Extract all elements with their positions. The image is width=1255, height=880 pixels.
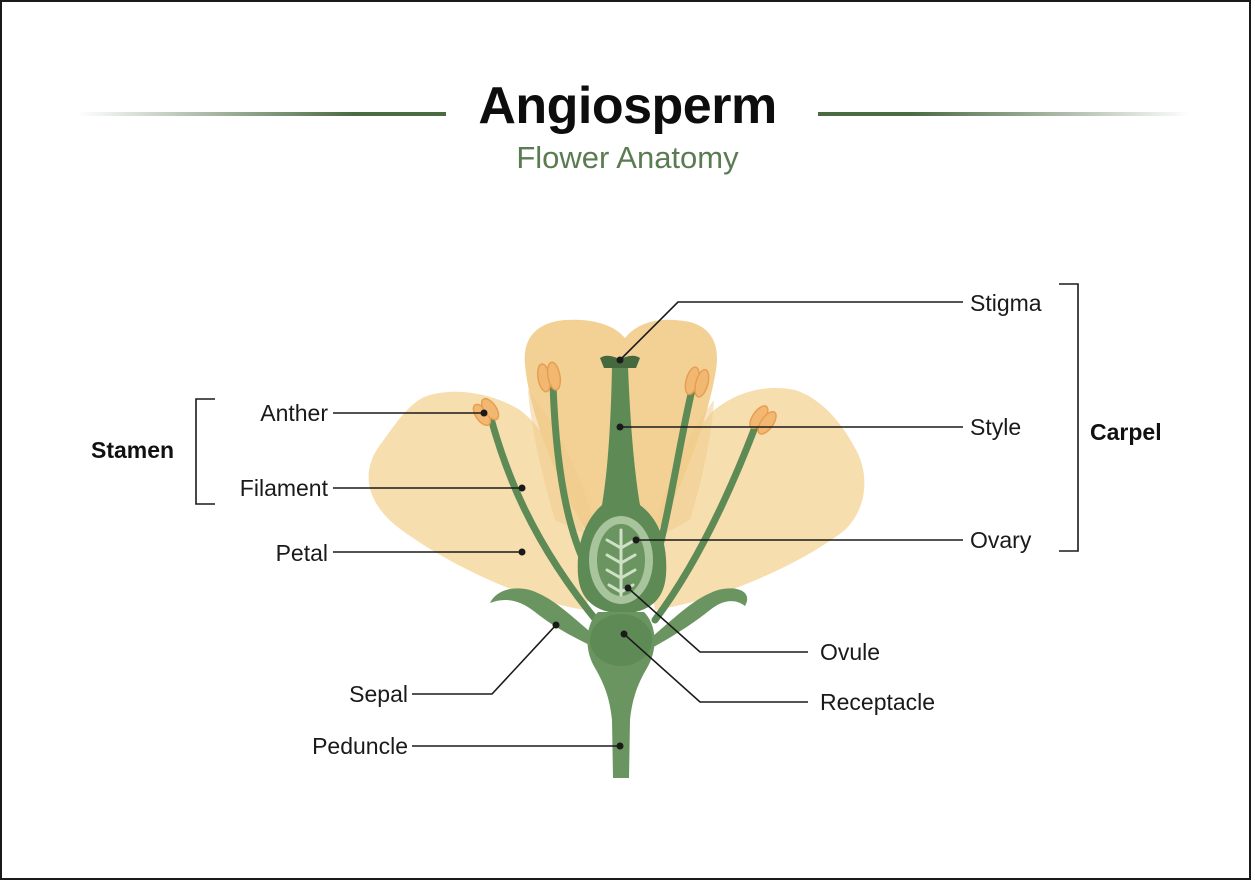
label-peduncle: Peduncle	[312, 733, 408, 759]
label-ovary: Ovary	[970, 527, 1032, 553]
stamen-bracket	[196, 399, 215, 504]
label-receptacle: Receptacle	[820, 689, 935, 715]
carpel-bracket	[1059, 284, 1078, 551]
label-stigma: Stigma	[970, 290, 1042, 316]
label-petal: Petal	[276, 540, 328, 566]
label-anther: Anther	[260, 400, 328, 426]
group-label-carpel: Carpel	[1090, 419, 1162, 445]
group-label-stamen: Stamen	[91, 437, 174, 463]
stem	[587, 612, 654, 778]
label-filament: Filament	[240, 475, 329, 501]
label-sepal: Sepal	[349, 681, 408, 707]
label-ovule: Ovule	[820, 639, 880, 665]
label-style: Style	[970, 414, 1021, 440]
